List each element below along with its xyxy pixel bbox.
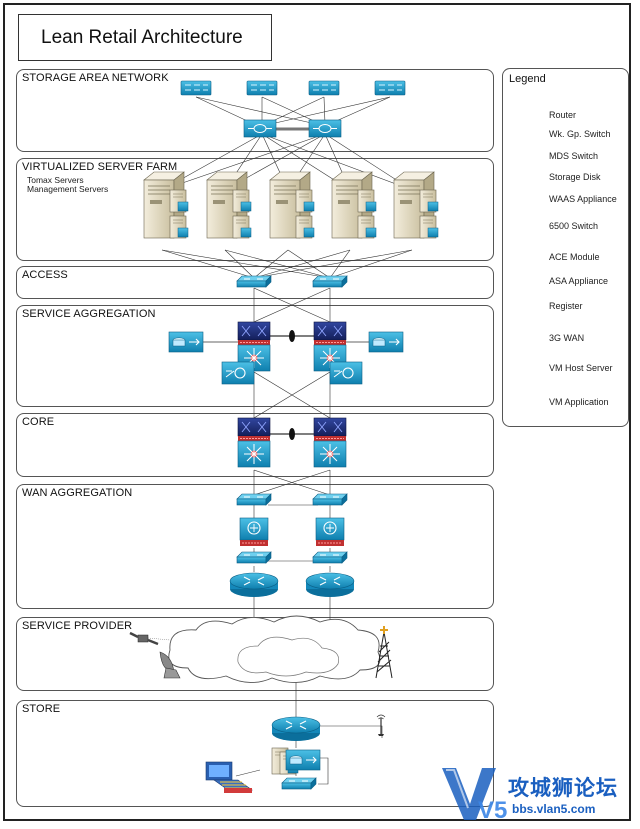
waas-appliance-icon-2 (368, 331, 404, 353)
wan-router-icon-2 (305, 572, 355, 598)
legend-item-mds-switch: MDS Switch (507, 149, 627, 169)
legend-label-mds-switch: MDS Switch (549, 151, 599, 161)
ace-module-icon-2 (329, 361, 363, 385)
legend-label-asa-appliance: ASA Appliance (549, 276, 609, 286)
mds-switch-icon-1 (243, 119, 277, 138)
panel-label-service-aggregation: SERVICE AGGREGATION (22, 308, 156, 320)
store-switch-icon (281, 777, 317, 790)
storage-disk-icon-2 (246, 80, 278, 96)
ace-module-icon-1 (221, 361, 255, 385)
storage-disks (180, 80, 406, 96)
legend-item-vm-application: VM Application (507, 395, 627, 415)
legend-item-storage-disk: Storage Disk (507, 170, 627, 190)
service-provider-cloud-icon (168, 615, 381, 683)
wan-switch-icon-4 (312, 551, 348, 564)
diagram-title: Lean Retail Architecture (18, 14, 272, 61)
watermark-text: 攻城狮论坛 (508, 777, 618, 800)
connection-lines (161, 96, 413, 785)
vm-host-server-icon-5 (393, 171, 439, 239)
waas-appliance-icon-1 (168, 331, 204, 353)
legend-title: Legend (509, 73, 546, 85)
legend-label-vm-application: VM Application (549, 397, 609, 407)
wan-switch-icon-3 (236, 551, 272, 564)
legend-label-ace-module: ACE Module (549, 252, 600, 262)
mds-switch-icon-2 (308, 119, 342, 138)
legend: Legend Router Wk. Gp. Switch MDS Switch … (502, 68, 629, 427)
legend-label-vm-host-server: VM Host Server (549, 363, 613, 373)
vm-host-servers (143, 171, 439, 239)
wan-switch-icon-2 (312, 493, 348, 506)
asa-appliance-icon-2 (315, 517, 345, 547)
panel-label-server-farm: VIRTUALIZED SERVER FARM (22, 161, 178, 173)
diagram-title-text: Lean Retail Architecture (41, 26, 243, 48)
watermark-url: bbs.vlan5.com (512, 802, 596, 816)
legend-item-workgroup-switch: Wk. Gp. Switch (507, 127, 627, 147)
legend-item-register: Register (507, 299, 627, 319)
storage-disk-icon-3 (308, 80, 340, 96)
legend-label-router: Router (549, 110, 577, 120)
panel-label-store: STORE (22, 703, 61, 715)
port-channel-links (270, 330, 314, 440)
satellite-icon (129, 631, 171, 646)
server-farm-note-tomax: Tomax Servers (27, 175, 84, 185)
panel-label-wan-aggregation: WAN AGGREGATION (22, 487, 133, 499)
legend-label-register: Register (549, 301, 583, 311)
store-register-icon (205, 761, 253, 793)
legend-item-6500-switch: 6500 Switch (507, 219, 627, 239)
panel-label-service-provider: SERVICE PROVIDER (22, 620, 133, 632)
radio-tower-icon (375, 626, 393, 679)
server-farm-note-management: Management Servers (27, 184, 109, 194)
store-3g-wan-icon (376, 714, 386, 737)
legend-item-router: Router (507, 107, 627, 127)
panel-store: STORE (16, 700, 494, 807)
vm-host-server-icon-2 (206, 171, 252, 239)
store-router-icon (271, 716, 321, 742)
legend-label-3g-wan: 3G WAN (549, 333, 585, 343)
vm-host-server-icon-1 (143, 171, 189, 239)
diagram-frame (3, 3, 631, 821)
legend-label-waas-appliance: WAAS Appliance (549, 194, 617, 204)
access-switch-icon-1 (236, 275, 272, 288)
access-switch-icon-2 (312, 275, 348, 288)
legend-item-vm-host-server: VM Host Server (507, 361, 627, 381)
storage-disk-icon-1 (180, 80, 212, 96)
satellite-dish-icon (159, 651, 181, 679)
storage-disk-icon-4 (374, 80, 406, 96)
legend-item-ace-module: ACE Module (507, 250, 627, 270)
legend-item-3g-wan: 3G WAN (507, 331, 627, 351)
store-waas-appliance-icon (285, 749, 321, 771)
core-6500-switch-icon-2 (313, 417, 347, 468)
legend-item-waas-appliance: WAAS Appliance (507, 192, 627, 212)
wan-router-icon-1 (229, 572, 279, 598)
wan-switch-icon-1 (236, 493, 272, 506)
legend-label-workgroup-switch: Wk. Gp. Switch (549, 129, 611, 139)
legend-label-6500-switch: 6500 Switch (549, 221, 599, 231)
watermark-logo-icon: V5 (442, 768, 507, 824)
watermark-logo-text: V5 (478, 797, 507, 824)
core-6500-switch-icon-1 (237, 417, 271, 468)
vm-host-server-icon-4 (331, 171, 377, 239)
asa-appliance-icon-1 (239, 517, 269, 547)
vm-host-server-icon-3 (269, 171, 315, 239)
legend-label-storage-disk: Storage Disk (549, 172, 601, 182)
panel-label-access: ACCESS (22, 269, 68, 281)
panel-label-san: STORAGE AREA NETWORK (22, 72, 169, 84)
legend-item-asa-appliance: ASA Appliance (507, 274, 627, 294)
panel-label-core: CORE (22, 416, 55, 428)
watermark: V5 攻城狮论坛 bbs.vlan5.com (438, 764, 634, 824)
